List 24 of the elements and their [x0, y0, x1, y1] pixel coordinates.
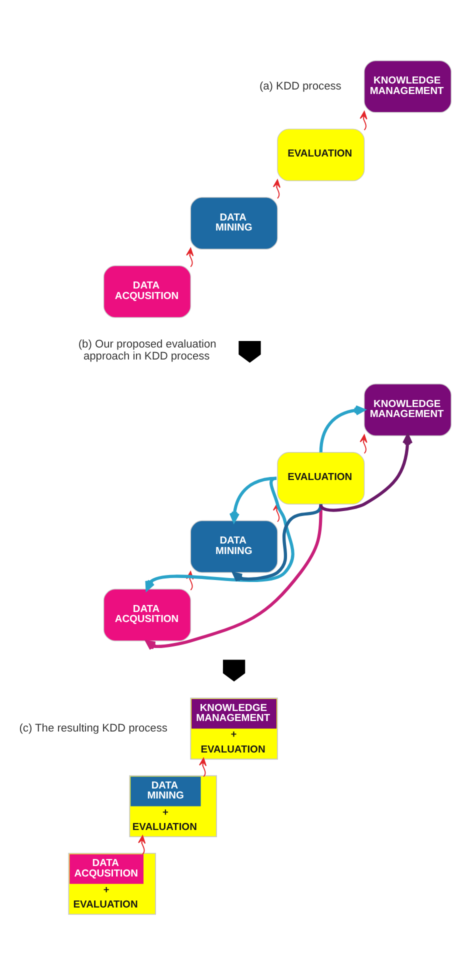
arrow — [186, 247, 194, 267]
node-box: KNOWLEDGE MANAGEMENT — [364, 383, 452, 436]
node-box: EVALUATION — [277, 128, 365, 181]
node-box: KNOWLEDGE MANAGEMENT — [364, 60, 452, 112]
arrow — [198, 757, 207, 776]
arrow — [229, 476, 277, 522]
label: (a) KDD process — [259, 80, 342, 92]
arrow — [319, 434, 413, 512]
node-box: EVALUATION — [277, 452, 365, 504]
node-arrow — [238, 340, 261, 362]
node-box: DATA ACQUSITION — [103, 264, 191, 318]
node-arrow — [222, 659, 246, 681]
arrow — [360, 110, 368, 130]
node-box: DATA MINING — [190, 196, 278, 250]
arrow — [138, 834, 146, 854]
node-box: DATA MINING — [190, 520, 278, 572]
node-box: DATA ACQUSITION — [103, 588, 191, 641]
label: (b) Our proposed evaluation approach in KDD process — [78, 338, 216, 362]
arrow — [272, 178, 280, 198]
arrow — [360, 434, 368, 454]
arrow — [319, 404, 365, 452]
label: (c) The resulting KDD process — [19, 722, 168, 734]
arrow — [145, 476, 294, 590]
arrow — [146, 504, 322, 650]
